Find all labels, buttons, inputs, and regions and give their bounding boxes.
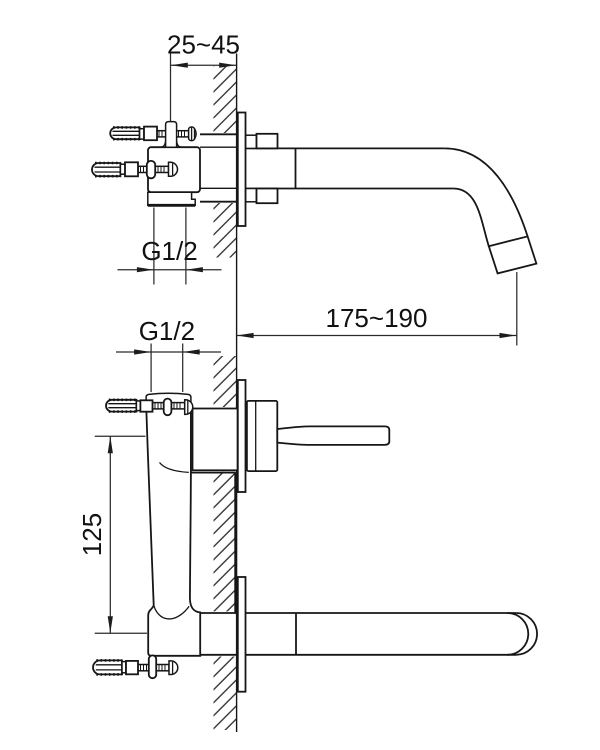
ring-nut bbox=[162, 397, 173, 417]
dim-label-spout-offset: 125 bbox=[77, 513, 107, 556]
handle-assembly bbox=[245, 399, 391, 472]
spout-tip bbox=[487, 235, 538, 275]
dim-thread-top-view-polygon-2 bbox=[185, 267, 203, 273]
escutcheon-flange-bottom bbox=[236, 576, 247, 693]
spout-bend-inner bbox=[453, 187, 490, 247]
body-neck-curve bbox=[153, 605, 190, 620]
dim-spout-offset-polygon-1 bbox=[107, 436, 113, 454]
inlet-fitting-side-top bbox=[105, 397, 194, 417]
valve-body-side bbox=[145, 402, 202, 657]
wall-hatch-top-2 bbox=[213, 203, 237, 258]
inlet-fitting-side-bottom bbox=[92, 654, 179, 680]
square-union bbox=[125, 660, 139, 676]
ring-nut bbox=[147, 654, 158, 680]
dim-spout-offset: 125 bbox=[77, 435, 147, 634]
inlet-port-plan bbox=[164, 120, 178, 148]
threaded-nipple bbox=[109, 126, 141, 141]
square-union bbox=[124, 161, 139, 178]
wall-hatch-top-1 bbox=[213, 66, 237, 133]
rod-thread-ticks bbox=[158, 130, 185, 137]
threaded-nipple bbox=[91, 162, 122, 178]
slotted-screw-head bbox=[168, 660, 179, 676]
dim-embed-depth: 25~45 bbox=[167, 30, 240, 121]
dim-thread-side-view: G1/2 bbox=[116, 316, 221, 392]
handle-lever bbox=[276, 425, 391, 446]
wall-hatch-bottom-3 bbox=[213, 656, 237, 730]
dim-spout-reach-polygon-2 bbox=[499, 332, 517, 339]
square-union bbox=[143, 125, 158, 142]
threaded-nipple bbox=[92, 659, 123, 676]
dim-spout-offset-polygon-2 bbox=[107, 616, 113, 634]
wall-hatch-bottom-1 bbox=[213, 356, 237, 407]
dim-spout-reach-polygon-1 bbox=[236, 332, 254, 339]
top-view: 25~45 G1/2 175~190 bbox=[91, 30, 538, 346]
spout-bend-outer bbox=[444, 147, 529, 237]
lock-nut-top bbox=[255, 132, 279, 150]
spout-end-inner-arc bbox=[507, 612, 530, 656]
dim-thread-top-view: G1/2 bbox=[117, 207, 222, 285]
dim-embed-depth-polygon-2 bbox=[219, 62, 237, 68]
spacer-ring-top bbox=[244, 134, 258, 150]
dim-label-spout-reach: 175~190 bbox=[326, 303, 428, 333]
dim-embed-depth-polygon-1 bbox=[170, 62, 188, 68]
side-view: G1/2 125 bbox=[77, 316, 538, 693]
rod-thread-ticks bbox=[140, 664, 166, 671]
dim-label-embed-depth: 25~45 bbox=[167, 30, 240, 60]
trim-sleeve bbox=[245, 399, 279, 472]
cartridge-tube bbox=[191, 407, 239, 472]
square-union bbox=[139, 399, 154, 413]
dim-thread-side-view-polygon-2 bbox=[182, 349, 200, 355]
rod-thread-ticks bbox=[154, 402, 181, 409]
screw-dome bbox=[194, 128, 197, 140]
ring-nut bbox=[145, 159, 157, 180]
dim-label-thread-top-view: G1/2 bbox=[141, 236, 197, 266]
spout-side bbox=[199, 612, 538, 656]
dim-label-thread-side-view: G1/2 bbox=[139, 316, 195, 346]
spacer-ring-bottom bbox=[244, 187, 258, 203]
top-view-wall-tube bbox=[200, 133, 238, 203]
slotted-screw-head bbox=[183, 398, 194, 416]
threaded-nipple bbox=[105, 398, 138, 413]
dim-spout-reach: 175~190 bbox=[236, 272, 518, 346]
escutcheon-flange-plan bbox=[236, 111, 247, 227]
inlet-fitting-plan-upper bbox=[109, 125, 197, 142]
inlet-port-fillet-left bbox=[161, 140, 167, 148]
inlet-port-fillet-right bbox=[175, 140, 182, 148]
wall-section bbox=[213, 53, 238, 732]
wall-hatch-bottom-2 bbox=[213, 471, 237, 612]
escutcheon-flange-top bbox=[236, 379, 247, 493]
valve-body-step bbox=[147, 191, 196, 207]
spout-end-outer-arc bbox=[516, 612, 538, 656]
spout-plan bbox=[245, 147, 538, 275]
wall-mount-plan bbox=[236, 111, 279, 227]
inlet-fitting-plan-lower bbox=[91, 159, 179, 180]
lock-nut-bottom bbox=[255, 187, 279, 205]
dim-thread-side-view-polygon-1 bbox=[134, 349, 152, 355]
body-shoulder-curve bbox=[158, 462, 189, 474]
dim-thread-top-view-polygon-1 bbox=[136, 267, 154, 273]
